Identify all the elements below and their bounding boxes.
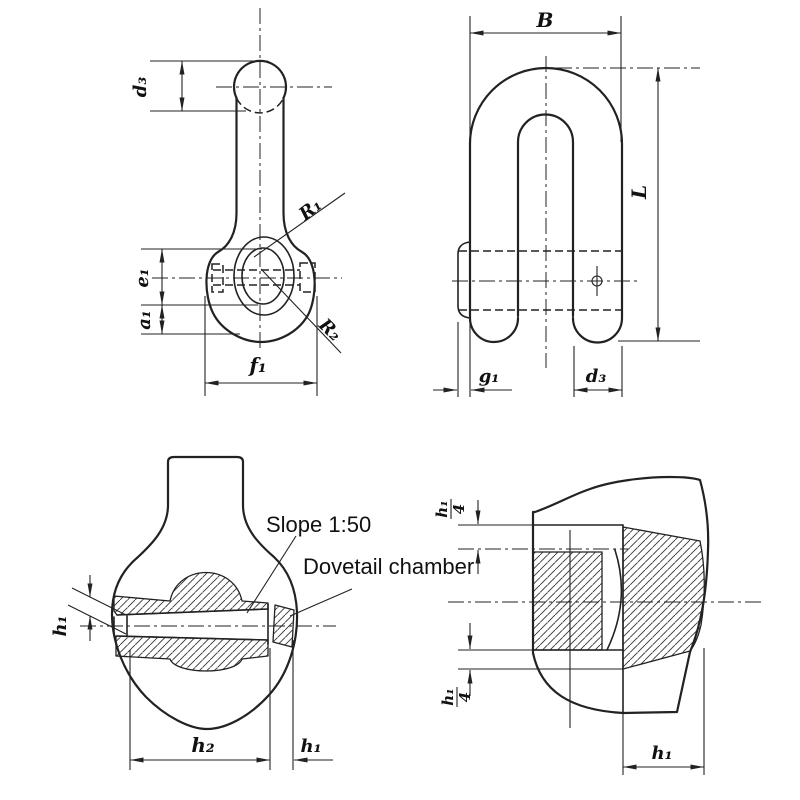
h1-left-ext-bottom — [67, 604, 127, 635]
g1-label: g₁ — [479, 366, 499, 387]
ball-block-hatch — [532, 551, 603, 651]
pin-slot-top — [116, 608, 269, 616]
pin-big-end-hidden — [299, 262, 316, 293]
bottom-quarter-fraction: h₁ 4 — [439, 687, 474, 707]
h1-left-ext-top — [71, 587, 127, 616]
dovetail-note: Dovetail chamber — [303, 554, 474, 579]
h1-left-label: h₁ — [50, 616, 71, 637]
d3-side-label: d₃ — [586, 366, 607, 387]
slope-leader — [246, 535, 297, 614]
h1-detail-label: h₁ — [652, 743, 673, 764]
l-label: L — [627, 185, 651, 200]
pin-slot-bottom — [116, 635, 269, 641]
eye-circle-hidden-arc — [235, 97, 285, 114]
bulb-outline — [110, 455, 299, 731]
boss-ring — [233, 236, 295, 316]
top-fraction-numerator: h₁ — [433, 500, 451, 517]
bottom-fraction-numerator: h₁ — [439, 688, 457, 705]
lug-outline — [205, 96, 316, 344]
e1-label: e₁ — [132, 268, 153, 287]
a1-label: a₁ — [134, 310, 155, 330]
slope-note: Slope 1:50 — [266, 512, 371, 537]
dovetail-leader — [289, 588, 353, 617]
h2-label: h₂ — [191, 733, 215, 757]
r1-label: R₁ — [294, 194, 326, 225]
r2-leader — [260, 268, 342, 354]
ball-surface-arc — [606, 549, 623, 651]
side-tab — [457, 241, 471, 319]
top-quarter-fraction: h₁ 4 — [433, 499, 468, 519]
upper-hatch-band — [113, 571, 269, 616]
shackle-inner-slot — [516, 113, 575, 318]
lower-hatch-band — [115, 635, 269, 672]
side-view: B L g₁ d₃ — [433, 8, 700, 397]
d3-label: d₃ — [130, 77, 151, 98]
right-leg-tip — [571, 316, 624, 344]
shackle-outer-outline — [468, 66, 624, 320]
h1-right-label: h₁ — [301, 736, 322, 757]
top-fraction-denominator: 4 — [450, 504, 468, 514]
section-outline — [531, 475, 710, 715]
b-label: B — [536, 8, 554, 32]
oval-hole — [241, 247, 285, 305]
f1-label: f₁ — [247, 353, 266, 377]
front-view: d₃ e₁ a₁ f₁ R₁ R₂ — [130, 8, 345, 396]
r2-label: R₂ — [314, 314, 346, 346]
r1-leader — [253, 192, 346, 258]
left-leg-tip — [468, 316, 520, 344]
bottom-fraction-denominator: 4 — [456, 692, 474, 702]
dovetail-detail-view: h₁ 4 h₁ 4 h₁ — [433, 475, 762, 775]
lug-section-view: Slope 1:50 Dovetail chamber h₁ h₂ h₁ — [50, 455, 474, 770]
pin-small-end-hidden — [211, 263, 224, 293]
